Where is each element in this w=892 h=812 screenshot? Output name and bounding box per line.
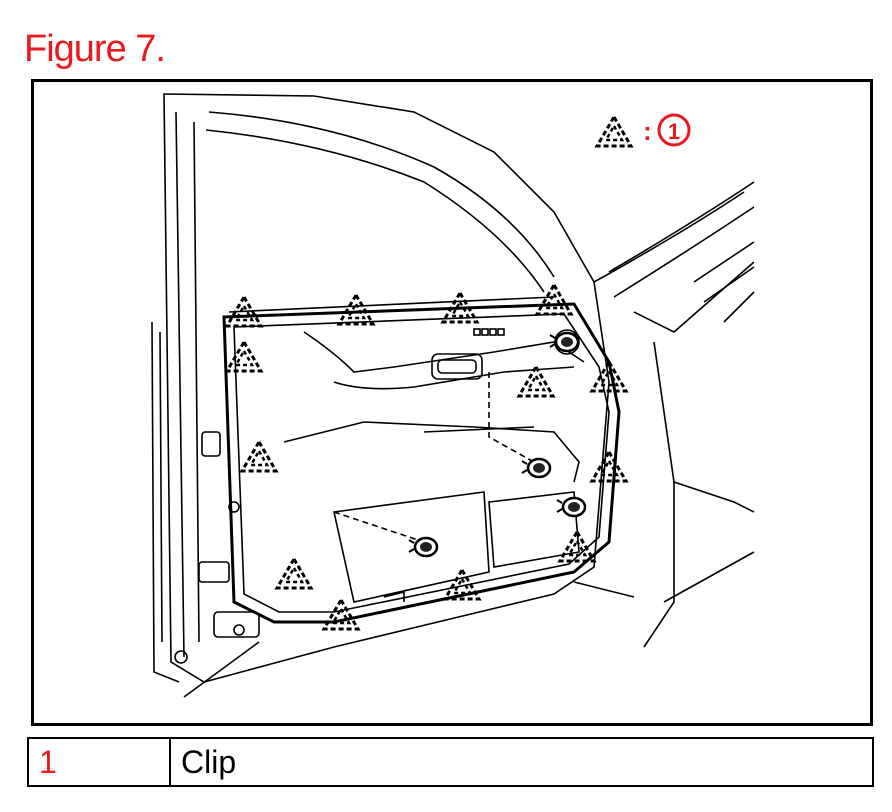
legend-number: 1 — [27, 737, 171, 787]
screw-icon — [407, 536, 439, 558]
clip-triangle-icon — [337, 293, 375, 326]
screw-icon — [520, 457, 552, 479]
screws — [407, 331, 587, 558]
door-trim-panel — [222, 302, 621, 624]
clip-triangle-icon — [590, 450, 628, 483]
clip-triangle-icon — [225, 340, 263, 373]
door-trim-diagram: : 1 — [151, 93, 755, 698]
key-number: 1 — [668, 119, 680, 144]
clip-triangle-icon — [275, 557, 313, 590]
figure-title: Figure 7. — [24, 28, 166, 70]
legend-row: 1 Clip — [27, 737, 874, 787]
legend-description: Clip — [169, 737, 874, 787]
legend-table: 1 Clip — [27, 737, 874, 787]
key-number-circle — [657, 113, 691, 147]
diagram-frame: : 1 — [31, 79, 873, 726]
door-frame — [151, 93, 755, 698]
clip-triangle-icon — [240, 440, 278, 473]
screw-icon — [555, 496, 587, 518]
clip-triangle-icon — [322, 598, 360, 631]
clip-triangle-icon — [595, 115, 633, 148]
key-separator: : — [643, 116, 652, 146]
diagram-key: : 1 — [595, 113, 691, 148]
